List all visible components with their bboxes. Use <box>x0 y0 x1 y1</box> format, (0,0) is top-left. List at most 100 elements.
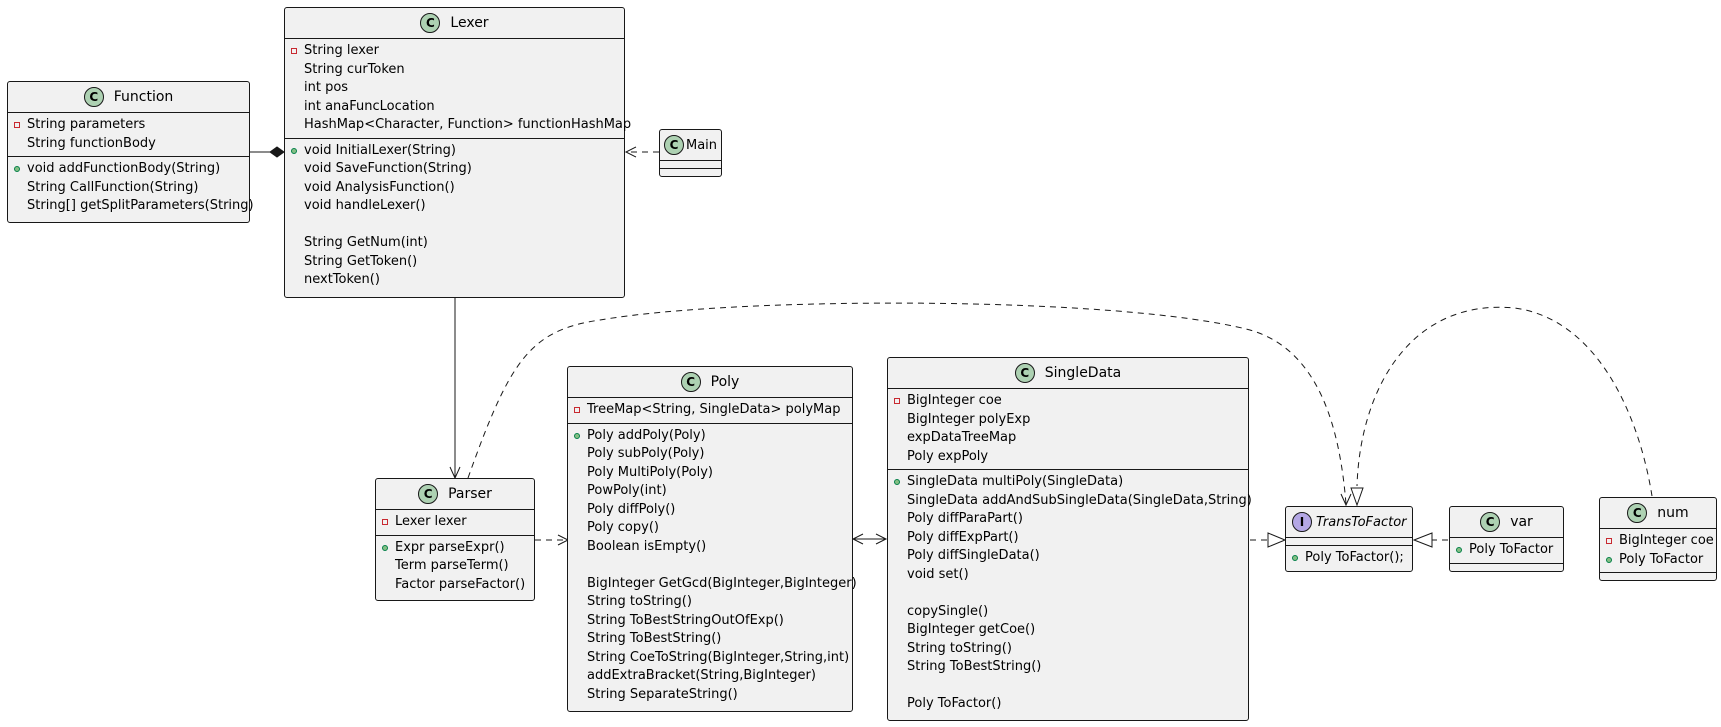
realization-num-transtofactor <box>1356 306 1653 497</box>
method-row: SingleData multiPoly(SingleData) <box>888 473 1248 492</box>
class-stereotype-icon: C <box>420 13 441 33</box>
field-row: int anaFuncLocation <box>304 98 435 114</box>
method-row: Poly diffParaPart() <box>907 511 1023 526</box>
public-icon <box>1292 555 1298 561</box>
class-name: Lexer <box>450 15 489 31</box>
class-stereotype-icon: C <box>1014 363 1035 383</box>
class-header: C num <box>1600 498 1716 529</box>
method-row: copySingle() <box>907 603 989 619</box>
method-row: Poly subPoly(Poly) <box>587 446 705 461</box>
private-icon <box>894 398 900 404</box>
fields-section <box>1286 538 1412 546</box>
public-icon <box>1456 547 1462 553</box>
methods-section: Poly ToFactor(); <box>1286 546 1412 571</box>
method-row: String CallFunction(String) <box>27 179 199 195</box>
fields-section: TreeMap<String, SingleData> polyMap <box>568 398 852 424</box>
method-row: String[] getSplitParameters(String) <box>27 198 254 213</box>
field-row: Poly ToFactor <box>1600 551 1716 570</box>
field-row: Poly expPoly <box>907 448 989 464</box>
methods-section <box>1600 573 1716 580</box>
private-icon <box>14 122 20 128</box>
method-row: Poly MultiPoly(Poly) <box>587 464 713 480</box>
class-name: Main <box>686 137 718 153</box>
method-row: SingleData addAndSubSingleData(SingleDat… <box>907 492 1252 508</box>
methods-section: void InitialLexer(String) void SaveFunct… <box>285 139 624 293</box>
class-header: C Lexer <box>285 8 624 39</box>
fields-section: Lexer lexer <box>376 510 534 536</box>
method-row: void addFunctionBody(String) <box>8 160 249 179</box>
interface-name: TransToFactor <box>1316 514 1407 530</box>
interface-stereotype-icon: I <box>1292 512 1312 532</box>
class-name: Function <box>113 89 174 105</box>
method-row: Poly ToFactor() <box>907 696 1002 711</box>
private-icon <box>574 407 580 413</box>
method-row: Poly addPoly(Poly) <box>568 427 852 446</box>
methods-section <box>1450 564 1563 571</box>
method-row: String toString() <box>587 594 692 609</box>
method-row: String SeparateString() <box>587 686 738 702</box>
field-row: String lexer <box>285 42 624 61</box>
class-poly[interactable]: C Poly TreeMap<String, SingleData> polyM… <box>567 366 857 712</box>
class-header: C Parser <box>376 479 534 510</box>
fields-section: BigInteger coe BigInteger polyExp expDat… <box>888 389 1248 470</box>
class-stereotype-icon: C <box>680 372 701 392</box>
class-parser[interactable]: C Parser Lexer lexer Expr parseExpr() Te… <box>375 478 535 601</box>
field-row: String parameters <box>8 116 249 135</box>
method-row: void SaveFunction(String) <box>304 161 472 176</box>
class-function[interactable]: C Function String parameters String func… <box>7 81 254 223</box>
method-row: String toString() <box>907 640 1012 656</box>
method-row-spacer <box>568 556 852 575</box>
methods-section <box>660 169 721 176</box>
public-icon <box>894 479 900 485</box>
class-num[interactable]: C num BigInteger coe Poly ToFactor <box>1599 497 1717 581</box>
fields-section <box>660 161 721 169</box>
class-header: C Function <box>8 82 249 113</box>
field-row: Poly ToFactor <box>1450 541 1563 560</box>
method-row: String ToBestString() <box>907 659 1042 674</box>
field-row: TreeMap<String, SingleData> polyMap <box>568 401 852 420</box>
private-icon <box>291 48 297 54</box>
class-header: C Main <box>660 130 721 161</box>
field-row: Lexer lexer <box>376 513 534 532</box>
class-name: Poly <box>710 374 740 390</box>
class-var[interactable]: C var Poly ToFactor <box>1449 506 1564 572</box>
public-icon <box>291 147 297 154</box>
class-name: SingleData <box>1044 365 1122 381</box>
class-main[interactable]: C Main <box>659 129 722 177</box>
class-stereotype-icon: C <box>1480 512 1501 532</box>
method-row: Poly diffSingleData() <box>907 548 1040 563</box>
method-row: Poly copy() <box>587 520 659 535</box>
method-row-spacer <box>888 584 1248 603</box>
class-lexer[interactable]: C Lexer String lexer String curToken int… <box>284 7 631 298</box>
field-row: BigInteger coe <box>1600 532 1716 551</box>
field-row: String functionBody <box>27 135 156 151</box>
class-name: var <box>1510 514 1533 530</box>
fields-section: String parameters String functionBody <box>8 113 249 157</box>
class-stereotype-icon: C <box>83 87 104 107</box>
interface-transtofactor[interactable]: I TransToFactor Poly ToFactor(); <box>1285 506 1413 572</box>
method-row: nextToken() <box>304 272 380 287</box>
method-row-spacer <box>888 677 1248 696</box>
public-icon <box>382 544 388 551</box>
methods-section: Expr parseExpr() Term parseTerm() Factor… <box>376 536 534 598</box>
method-row: void AnalysisFunction() <box>304 179 455 195</box>
method-row: Poly diffExpPart() <box>907 529 1019 545</box>
method-row: void set() <box>907 566 969 582</box>
fields-section: String lexer String curToken int pos int… <box>285 39 631 139</box>
public-icon <box>1606 556 1612 563</box>
method-row: Poly diffPoly() <box>587 501 676 517</box>
method-row: void handleLexer() <box>304 198 426 213</box>
class-stereotype-icon: C <box>664 135 684 155</box>
class-header: C SingleData <box>888 358 1248 389</box>
field-row: String curToken <box>304 61 405 77</box>
method-row-spacer <box>285 216 624 235</box>
field-row: BigInteger polyExp <box>907 411 1031 427</box>
field-row: BigInteger coe <box>888 392 1248 411</box>
methods-section: void addFunctionBody(String) String Call… <box>8 157 254 219</box>
method-row: BigInteger GetGcd(BigInteger,BigInteger) <box>587 575 857 591</box>
field-row: expDataTreeMap <box>907 430 1017 445</box>
method-row: String GetNum(int) <box>304 235 428 250</box>
method-row: String GetToken() <box>304 253 418 269</box>
class-singledata[interactable]: C SingleData BigInteger coe BigInteger p… <box>887 357 1252 721</box>
